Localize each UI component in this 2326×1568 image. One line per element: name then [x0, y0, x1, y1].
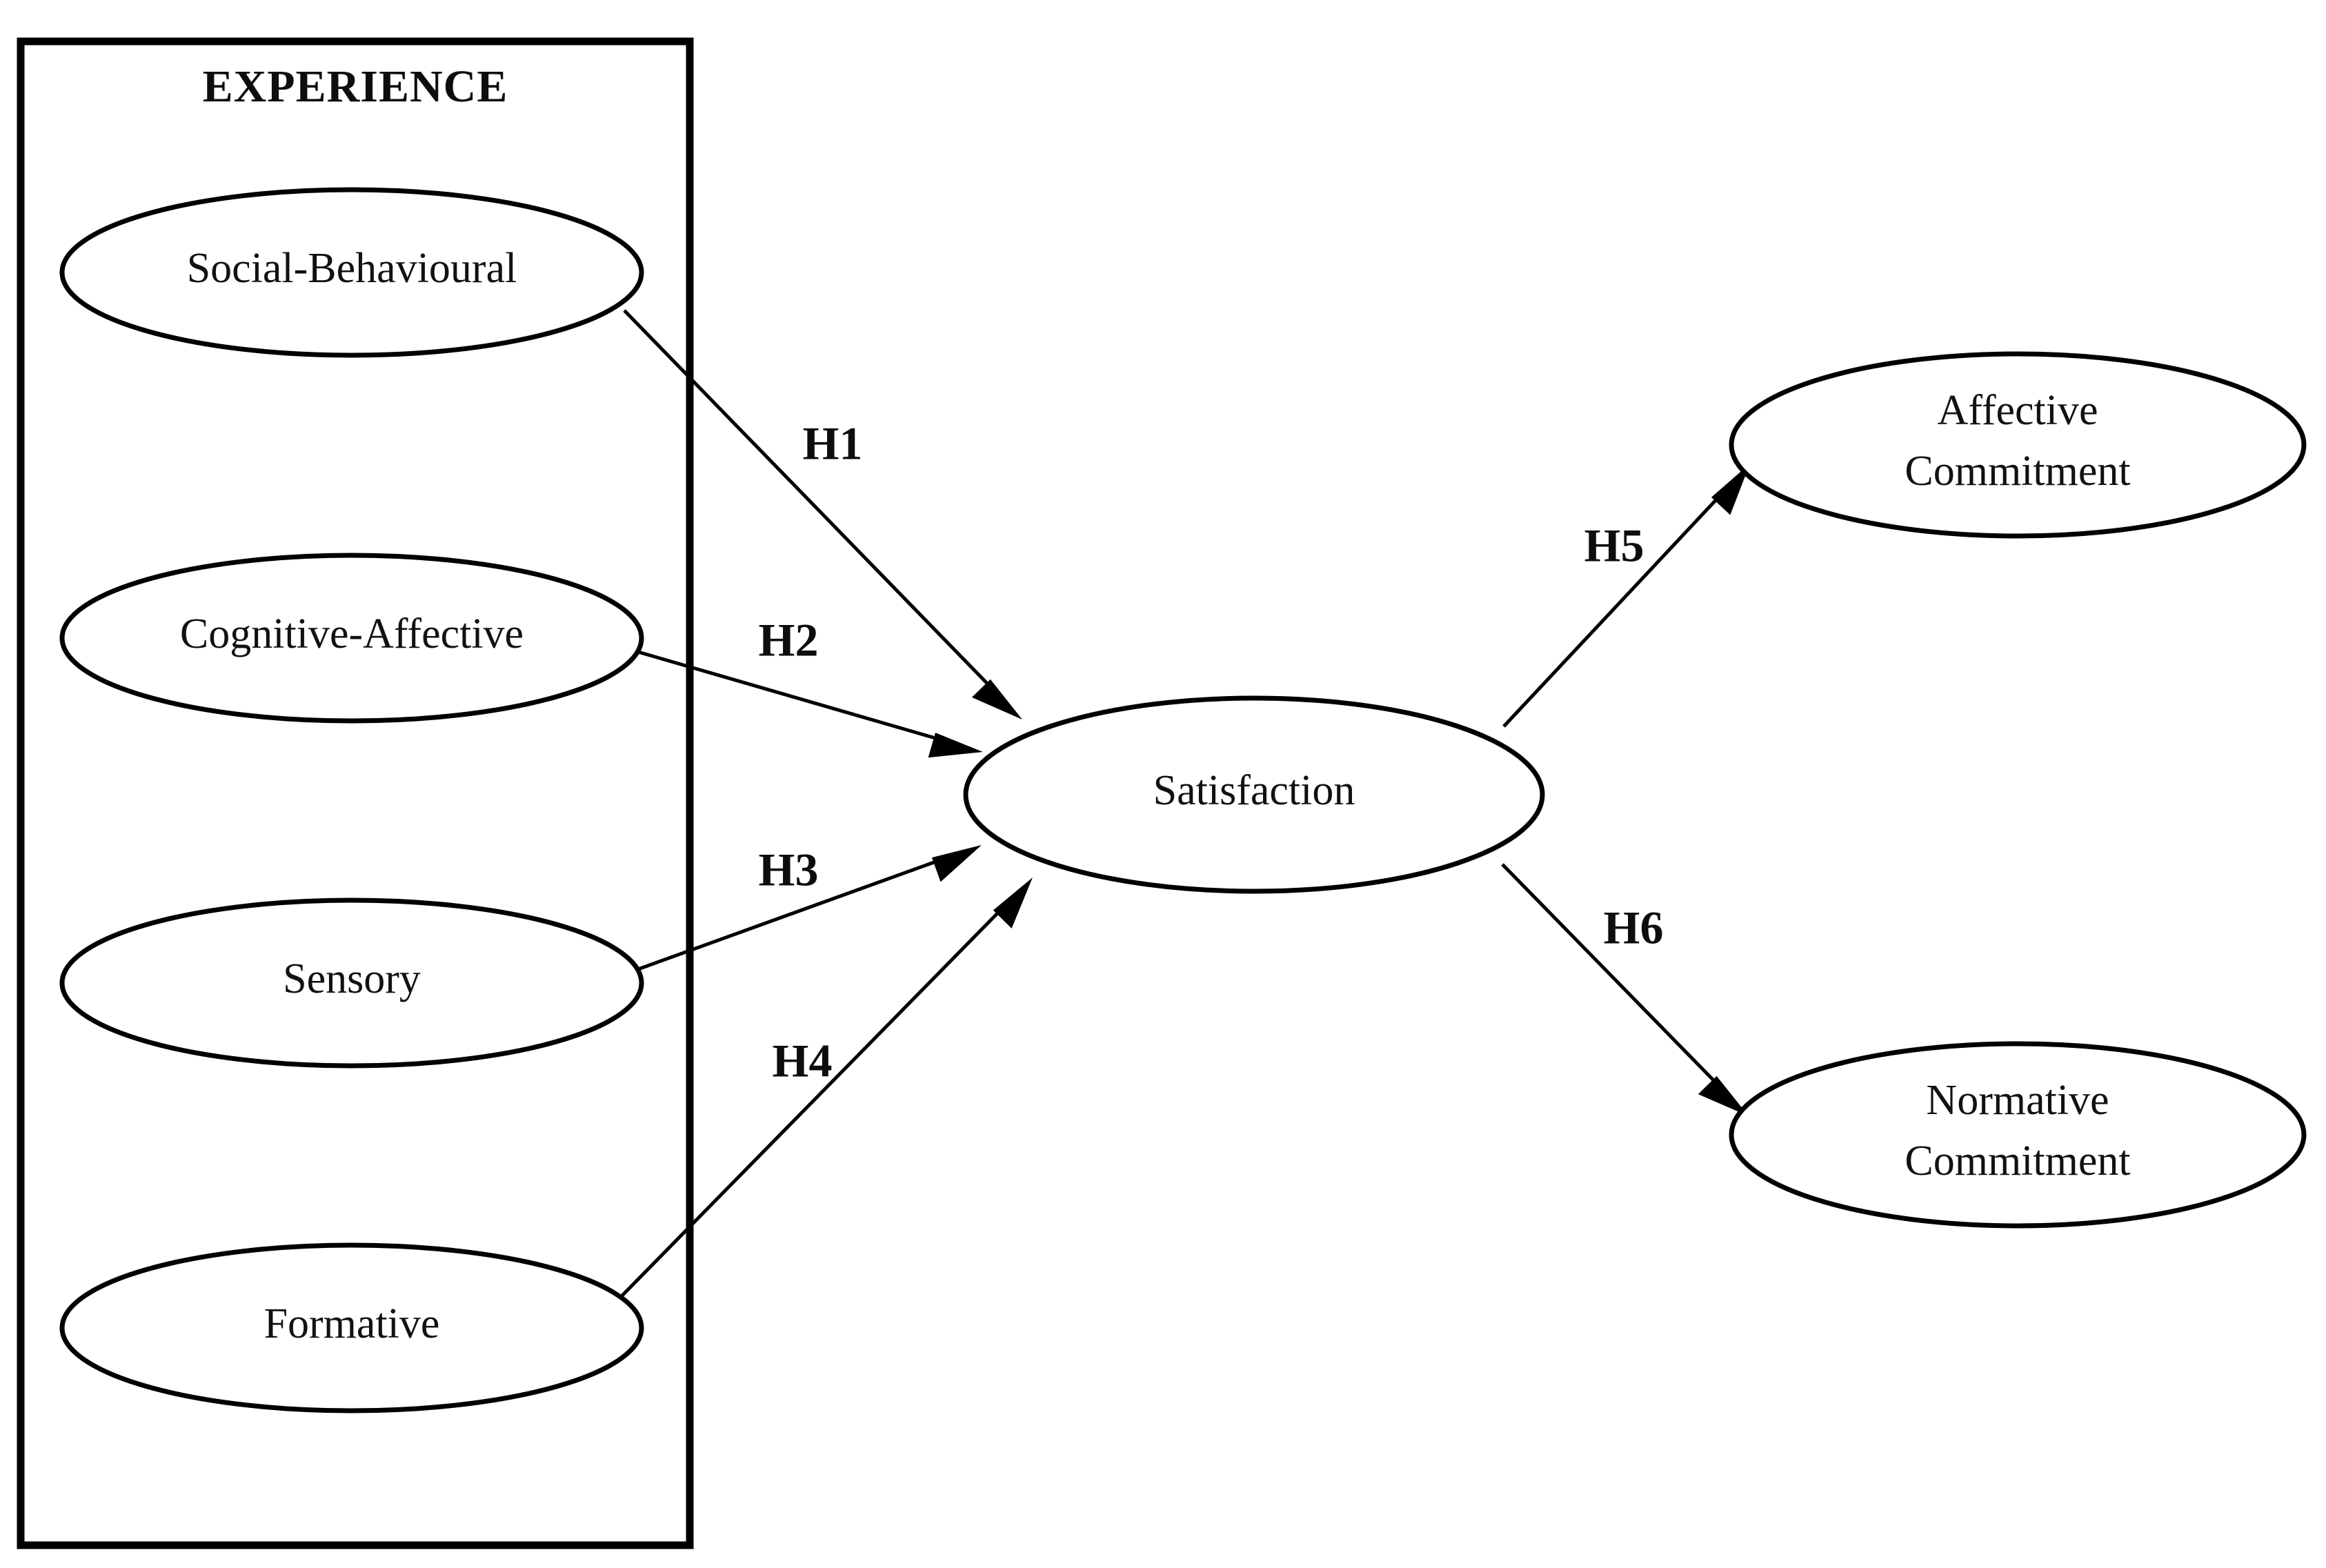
node-ellipse-normative-commitment — [1729, 1041, 2307, 1229]
hypothesis-label-h1: H1 — [803, 417, 863, 470]
hypothesis-label-h3: H3 — [759, 844, 819, 896]
node-social-behavioural: Social-Behavioural — [59, 187, 644, 358]
edge-line-h2 — [637, 650, 953, 745]
edge-line-h5 — [1502, 485, 1730, 728]
node-label-normative-commitment-line1: Normative — [1926, 1077, 2109, 1124]
experience-group-label: EXPERIENCE — [203, 61, 508, 112]
edge-line-h3 — [637, 854, 953, 971]
experience-group-box — [17, 37, 694, 1549]
node-satisfaction: Satisfaction — [963, 695, 1545, 894]
node-ellipse-cognitive-affective — [59, 553, 644, 724]
edge-h5 — [1502, 464, 1750, 728]
edge-h1 — [623, 309, 1022, 720]
edges-layer — [619, 309, 1750, 1298]
edge-h2 — [637, 650, 983, 758]
node-label-cognitive-affective: Cognitive-Affective — [180, 611, 524, 657]
arrow-head-h2 — [928, 733, 983, 758]
arrow-head-h5 — [1711, 464, 1750, 515]
arrow-head-h1 — [971, 679, 1022, 720]
arrow-head-h3 — [931, 845, 982, 882]
node-formative: Formative — [59, 1242, 644, 1413]
edge-line-h4 — [619, 898, 1012, 1298]
hypothesis-label-h2: H2 — [759, 614, 819, 666]
edge-line-h1 — [623, 309, 1002, 698]
node-ellipse-affective-commitment — [1729, 351, 2307, 539]
node-sensory: Sensory — [59, 897, 644, 1069]
node-ellipse-formative — [59, 1242, 644, 1413]
node-label-affective-commitment-line2: Commitment — [1905, 448, 2130, 495]
edge-h3 — [637, 845, 982, 971]
edge-h4 — [619, 877, 1033, 1298]
nodes-layer: Social-BehaviouralCognitive-AffectiveSen… — [59, 187, 2307, 1413]
node-label-social-behavioural: Social-Behavioural — [187, 245, 517, 292]
node-ellipse-social-behavioural — [59, 187, 644, 358]
node-label-sensory: Sensory — [283, 955, 421, 1002]
node-label-affective-commitment-line1: Affective — [1938, 387, 2098, 434]
node-label-satisfaction: Satisfaction — [1153, 767, 1355, 814]
arrow-head-h4 — [993, 877, 1033, 929]
arrow-head-h6 — [1698, 1075, 1749, 1116]
edge-line-h6 — [1501, 863, 1728, 1095]
node-ellipse-sensory — [59, 897, 644, 1069]
node-label-formative: Formative — [264, 1300, 440, 1347]
hypothesis-label-h6: H6 — [1604, 902, 1664, 954]
node-label-normative-commitment-line2: Commitment — [1905, 1138, 2130, 1184]
hypothesis-label-h5: H5 — [1584, 519, 1644, 572]
edge-h6 — [1501, 863, 1749, 1116]
hypothesis-label-h4: H4 — [773, 1035, 833, 1087]
node-ellipse-satisfaction — [963, 695, 1545, 894]
node-cognitive-affective: Cognitive-Affective — [59, 553, 644, 724]
